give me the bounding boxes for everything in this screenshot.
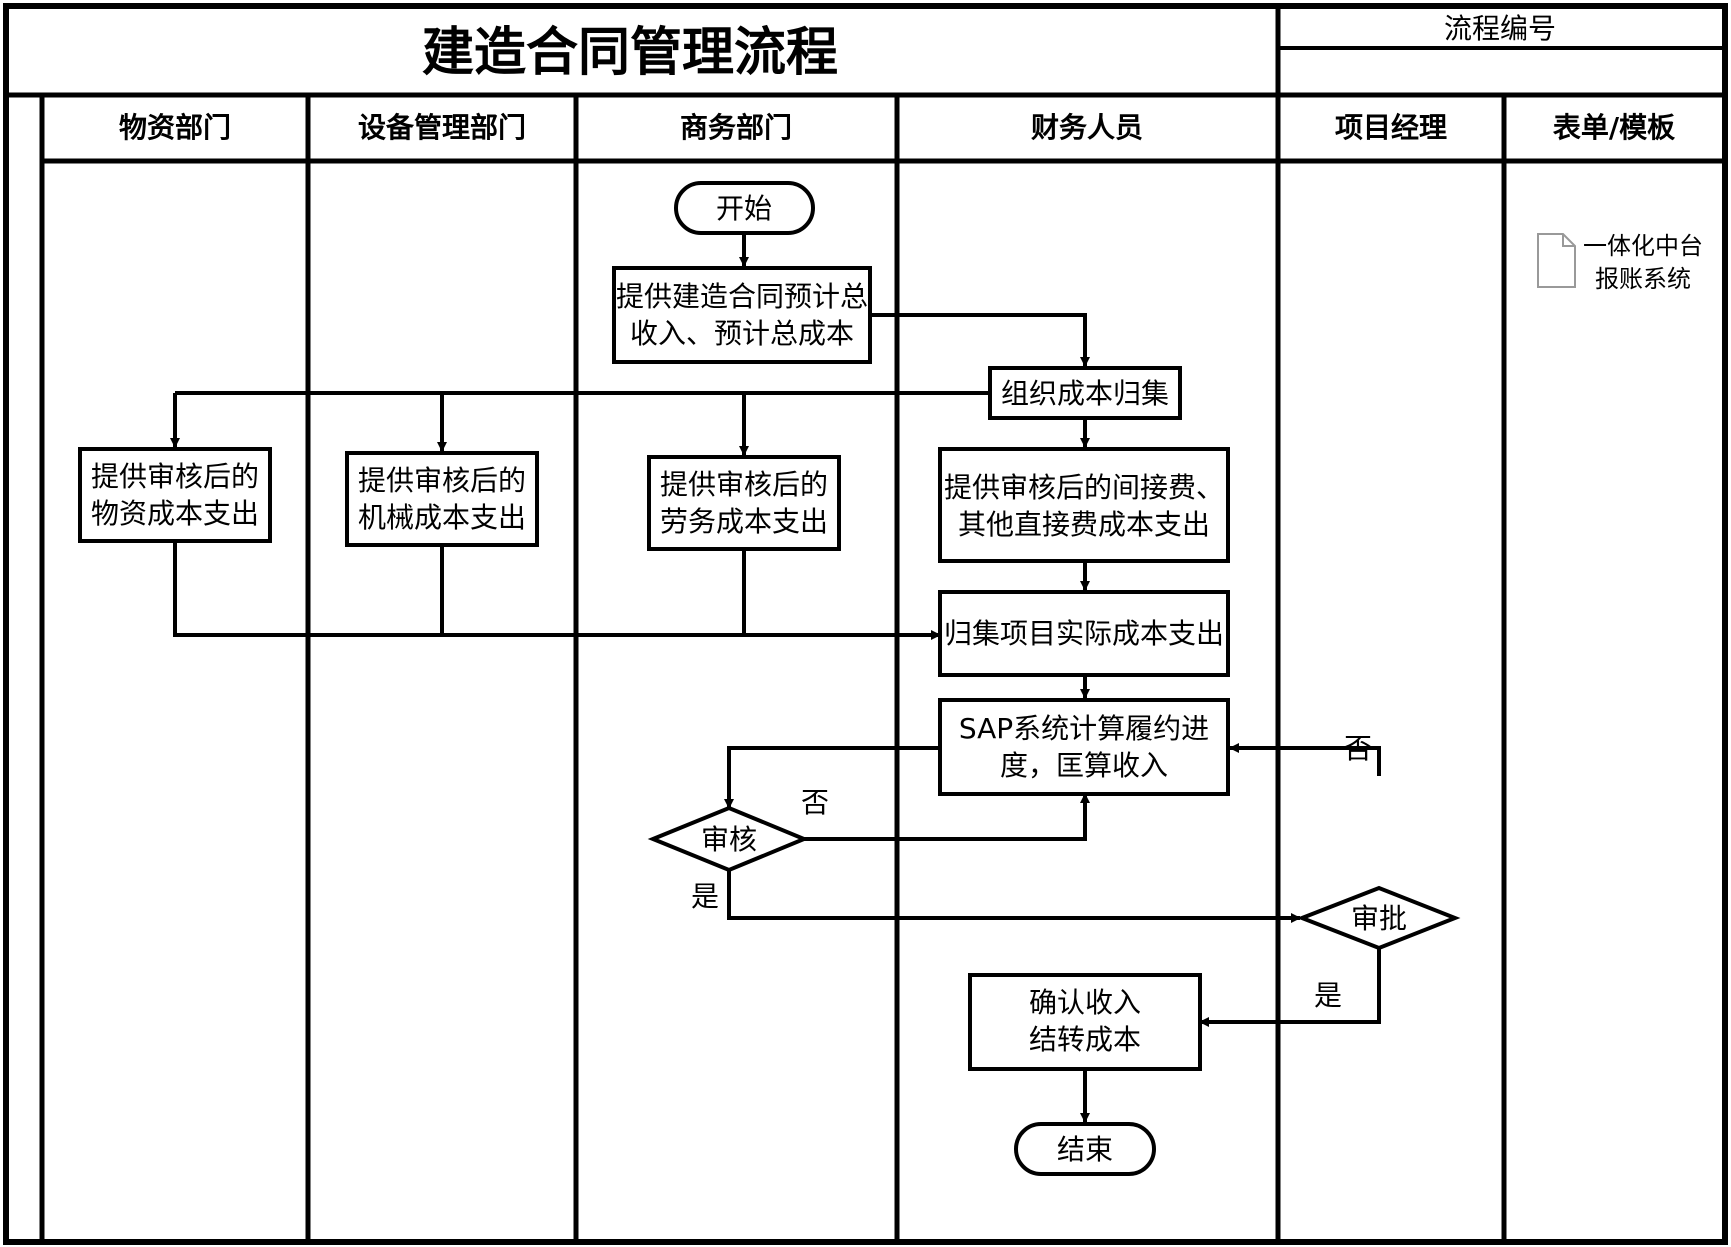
sap-calc-node: SAP系统计算履约进 度，匡算收入	[938, 698, 1230, 796]
lane-header-finance: 财务人员	[1031, 111, 1143, 144]
end-label: 结束	[1057, 1133, 1113, 1166]
lane-header-equipment: 设备管理部门	[358, 111, 526, 144]
machine-cost-node: 提供审核后的 机械成本支出	[345, 451, 539, 547]
material-cost-node: 提供审核后的 物资成本支出	[78, 447, 272, 543]
labor-cost-line-1: 提供审核后的	[660, 468, 828, 501]
frame	[3, 3, 1728, 1245]
approve-no-label: 否	[1344, 732, 1372, 765]
page-title: 建造合同管理流程	[422, 23, 838, 83]
labor-cost-line-2: 劳务成本支出	[660, 505, 828, 538]
lane-header-forms: 表单/模板	[1553, 111, 1675, 144]
collect-actual-node: 归集项目实际成本支出	[938, 590, 1230, 677]
indirect-cost-line-2: 其他直接费成本支出	[958, 508, 1210, 541]
confirm-line-2: 结转成本	[1029, 1023, 1141, 1056]
start-label: 开始	[716, 192, 772, 225]
approve-decision: 审批	[1296, 885, 1461, 951]
start-node: 开始	[674, 181, 815, 235]
labor-cost-node: 提供审核后的 劳务成本支出	[647, 455, 841, 551]
template-doc-line-1: 一体化中台	[1583, 232, 1703, 260]
organize-cost-label: 组织成本归集	[1001, 377, 1169, 410]
review-no-label: 否	[801, 786, 829, 819]
provide-estimate-line-1: 提供建造合同预计总	[616, 280, 868, 313]
end-node: 结束	[1014, 1122, 1156, 1176]
approve-label: 审批	[1351, 902, 1407, 935]
approve-yes-label: 是	[1314, 979, 1342, 1012]
machine-cost-line-1: 提供审核后的	[358, 464, 526, 497]
collect-actual-label: 归集项目实际成本支出	[944, 617, 1224, 650]
indirect-cost-node: 提供审核后的间接费、 其他直接费成本支出	[938, 447, 1230, 563]
material-cost-line-1: 提供审核后的	[91, 460, 259, 493]
machine-cost-line-2: 机械成本支出	[358, 501, 526, 534]
process-number-label: 流程编号	[1444, 12, 1556, 45]
sap-calc-line-2: 度，匡算收入	[1000, 749, 1168, 782]
confirm-line-1: 确认收入	[1029, 986, 1141, 1019]
lane-header-materials: 物资部门	[119, 111, 231, 144]
provide-estimate-node: 提供建造合同预计总 收入、预计总成本	[612, 266, 872, 364]
provide-estimate-line-2: 收入、预计总成本	[630, 317, 854, 350]
material-cost-line-2: 物资成本支出	[91, 497, 259, 530]
confirm-node: 确认收入 结转成本	[968, 973, 1202, 1071]
sap-calc-line-1: SAP系统计算履约进	[959, 712, 1209, 745]
lane-header-project-manager: 项目经理	[1335, 111, 1447, 144]
document-icon	[1537, 233, 1576, 288]
review-decision: 审核	[647, 805, 810, 873]
connectors	[170, 233, 1381, 1123]
organize-cost-node: 组织成本归集	[988, 366, 1182, 420]
review-label: 审核	[701, 823, 757, 856]
lane-header-business: 商务部门	[680, 111, 792, 144]
review-yes-label: 是	[691, 880, 719, 913]
indirect-cost-line-1: 提供审核后的间接费、	[944, 471, 1224, 504]
template-doc-line-2: 报账系统	[1595, 265, 1691, 293]
